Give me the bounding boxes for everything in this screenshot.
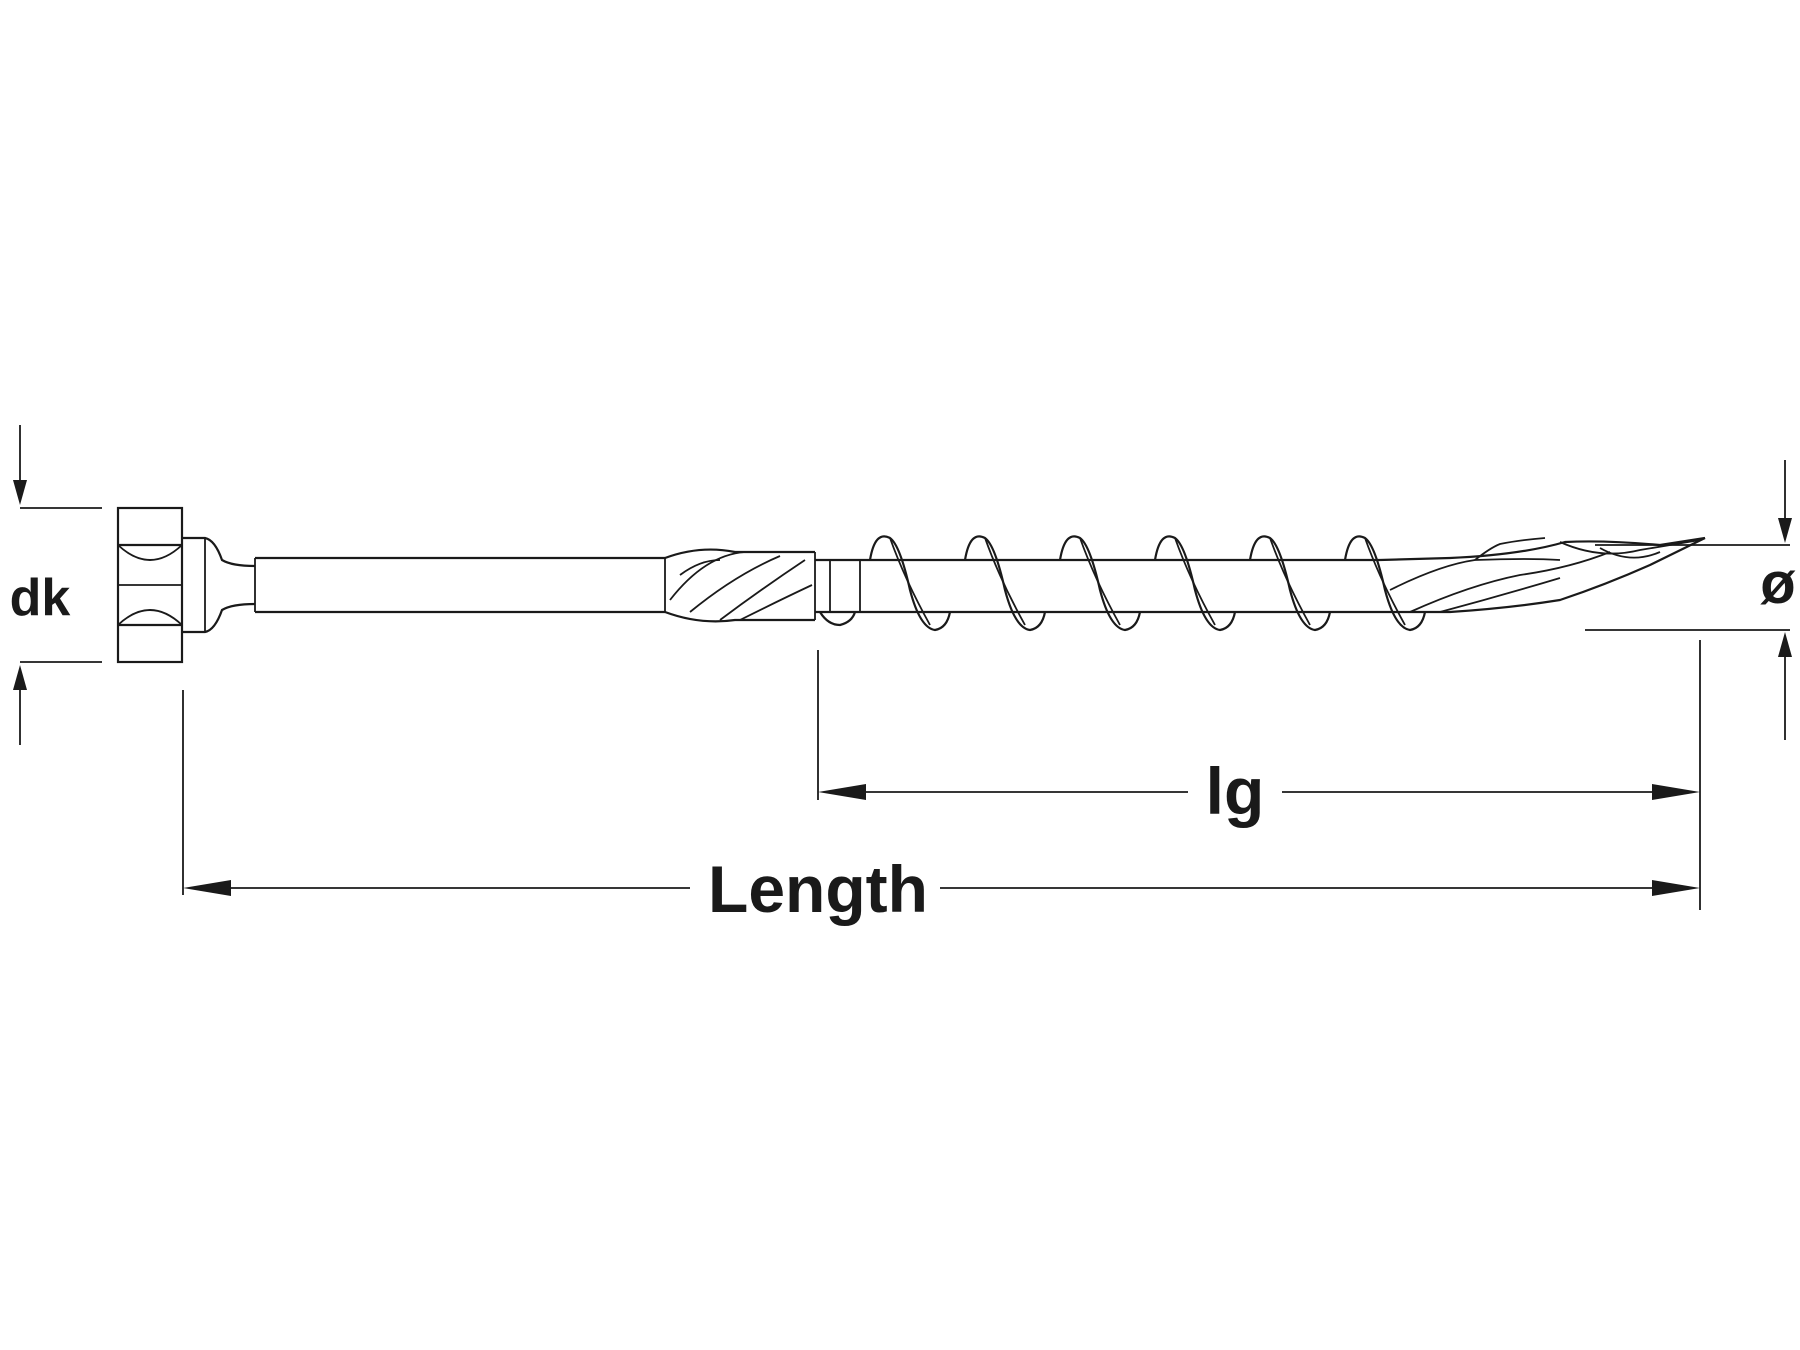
thread-flights	[819, 535, 1427, 632]
dimension-diameter: ø	[1585, 460, 1796, 740]
dimension-dk: dk	[10, 425, 102, 745]
thread-flight	[868, 535, 952, 632]
drill-tip	[1379, 536, 1706, 614]
thread-flight-edge	[1174, 537, 1216, 626]
milling-ribs	[664, 548, 816, 623]
thread-flight-edge	[1079, 537, 1121, 626]
thread-flight	[963, 535, 1047, 632]
thread-flight-edge	[1364, 537, 1406, 626]
lg-label: lg	[1206, 754, 1265, 828]
screw-drawing	[116, 506, 1706, 664]
length-label: Length	[708, 852, 928, 926]
diameter-label: ø	[1760, 551, 1796, 616]
thread-flight-edge	[984, 537, 1026, 626]
thread-flight	[1153, 535, 1237, 632]
dimension-length: Length	[182, 690, 1700, 926]
thread-flight	[1248, 535, 1332, 632]
collar	[182, 536, 256, 634]
thread-flight-lead	[819, 611, 857, 627]
thread-flight-edge	[889, 537, 931, 626]
dimension-lg: lg	[817, 640, 1701, 910]
shank	[255, 556, 666, 614]
thread-flight	[1058, 535, 1142, 632]
thread-flight	[1343, 535, 1427, 632]
dk-label: dk	[10, 569, 71, 627]
hex-head	[116, 506, 184, 664]
thread-core	[815, 558, 1380, 614]
thread-flight-edge	[1269, 537, 1311, 626]
